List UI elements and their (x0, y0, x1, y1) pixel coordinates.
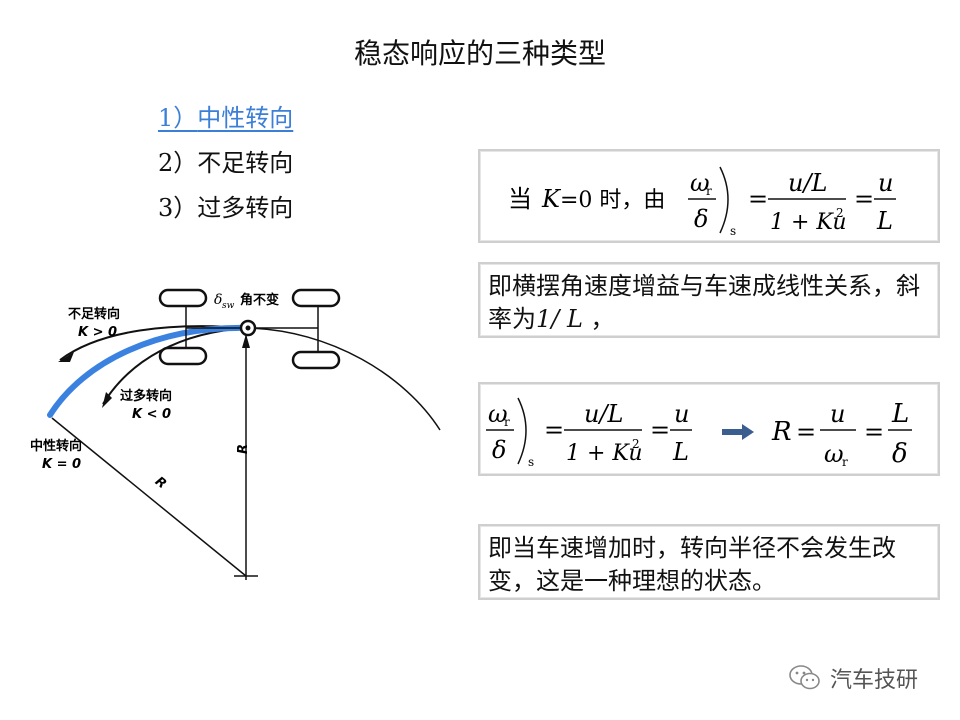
rhs-denominator: L (672, 438, 689, 466)
rhs-numerator: u (674, 400, 689, 428)
rhs-numerator: u (878, 169, 893, 197)
wheel-icon (158, 346, 208, 366)
understeer-label: 不足转向 (68, 306, 120, 322)
list-item-neutral-steer[interactable]: 1）中性转向 (158, 98, 293, 133)
track-arc (247, 327, 441, 431)
delta-rest-label: 角不变 (240, 292, 279, 308)
denominator-exponent: 2 (632, 437, 640, 451)
equals-sign: = (544, 416, 564, 444)
watermark-text: 汽车技研 (830, 668, 919, 693)
steady-subscript: s (528, 455, 534, 469)
note-box-2: 即当车速增加时，转向半径不会发生改变，这是一种理想的状态。 (478, 524, 940, 600)
fraction-denominator: 1 + Ku (770, 210, 847, 235)
formula-2: ω r δ s = u/L 1 + Ku 2 = u L R = u ω r =… (486, 397, 912, 469)
steering-diagram: δ sw 角不变 不足转向 K > 0 过多转向 K < 0 中性转向 K = … (30, 288, 441, 580)
note-1-text: 即横摆角速度增益与车速成线性关系，斜率为1/ L ， (488, 270, 930, 336)
list-item-oversteer: 3）过多转向 (158, 188, 293, 223)
r-denominator-subscript: r (842, 455, 848, 469)
delta-sub-label: sw (222, 301, 235, 311)
radius-diagonal (51, 417, 247, 577)
equals-sign: = (796, 418, 816, 446)
neutral-label: 中性转向 (30, 438, 82, 454)
list-label: 不足转向 (197, 149, 294, 177)
radius-arrowhead (242, 334, 250, 348)
steady-subscript: s (730, 224, 736, 238)
delta-label: δ (214, 292, 222, 308)
delta-symbol: δ (492, 436, 506, 464)
fraction-denominator: 1 + Ku (566, 441, 643, 466)
note-1-slope: 1/ L (536, 305, 583, 333)
wheel-icon (158, 288, 208, 308)
page-title: 稳态响应的三种类型 (353, 37, 606, 70)
rhs-denominator: L (876, 207, 893, 235)
implies-arrow-head-icon (742, 424, 754, 440)
fraction-numerator: u/L (584, 400, 623, 428)
equals-sign: = (854, 185, 874, 213)
r-rhs-denominator: δ (892, 439, 908, 469)
note-2-text: 即当车速增加时，转向半径不会发生改变，这是一种理想的状态。 (488, 534, 896, 595)
list-label: 过多转向 (197, 194, 294, 222)
equals-sign: = (864, 418, 884, 446)
oversteer-label: 过多转向 (120, 388, 172, 404)
k-symbol: K (541, 185, 562, 213)
neutral-curve (47, 324, 251, 418)
watermark: 汽车技研 (788, 660, 918, 696)
list-label: 中性转向 (197, 104, 294, 132)
radius-label-diagonal: R (152, 474, 169, 492)
omega-subscript: r (706, 184, 712, 198)
equals-sign: = (650, 416, 670, 444)
r-numerator: u (830, 400, 845, 428)
formula-box-2: ω r δ s = u/L 1 + Ku 2 = u L R = u ω r =… (478, 382, 940, 476)
omega-symbol: ω (488, 400, 508, 428)
r-symbol: R (771, 417, 792, 447)
formula-box-1: 当 K =0 时，由 ω r δ s = u/L 1 + Ku 2 = u L (478, 149, 940, 243)
note-box-1: 即横摆角速度增益与车速成线性关系，斜率为1/ L ， (478, 262, 940, 338)
fraction-numerator: u/L (788, 169, 827, 197)
oversteer-k-label: K < 0 (132, 407, 171, 422)
wheel-icon (291, 288, 341, 308)
understeer-arrowhead (58, 352, 74, 362)
omega-subscript: r (504, 415, 510, 429)
delta-symbol: δ (694, 205, 708, 233)
formula-condition: =0 时，由 (560, 188, 665, 213)
list-number: 3） (158, 194, 198, 222)
note-1-main: 即横摆角速度增益与车速成线性关系，斜率为 (488, 272, 920, 333)
note-1-tail: ， (582, 305, 615, 333)
formula-1: 当 K =0 时，由 ω r δ s = u/L 1 + Ku 2 = u L (508, 166, 896, 238)
cg-dot (245, 325, 251, 331)
wheel-icon (291, 350, 341, 370)
wechat-icon (789, 665, 820, 690)
r-rhs-numerator: L (891, 399, 909, 429)
oversteer-arrowhead (102, 392, 112, 408)
understeer-k-label: K > 0 (78, 325, 117, 340)
list-item-understeer: 2）不足转向 (158, 143, 293, 178)
radius-label-vertical: R (236, 444, 251, 454)
omega-symbol: ω (690, 169, 710, 197)
neutral-k-label: K = 0 (42, 457, 81, 472)
list-number: 2） (158, 149, 198, 177)
formula-prefix: 当 (508, 185, 532, 213)
equals-sign: = (748, 185, 768, 213)
r-denominator: ω (824, 440, 844, 468)
list-number: 1） (158, 104, 198, 132)
denominator-exponent: 2 (836, 206, 844, 220)
